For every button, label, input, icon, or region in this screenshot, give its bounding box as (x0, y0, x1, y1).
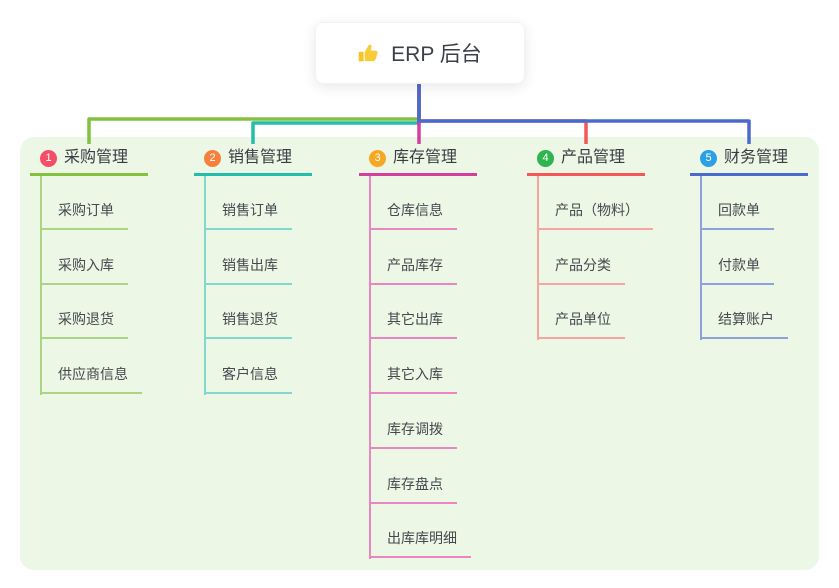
child-node[interactable]: 产品单位 (537, 308, 625, 339)
child-node[interactable]: 客户信息 (204, 363, 292, 394)
branch-number-badge: 5 (700, 149, 717, 167)
thumbs-up-icon (358, 42, 381, 65)
child-label: 销售退货 (222, 311, 278, 327)
child-label: 库存盘点 (387, 476, 443, 492)
branch-vertical-line (369, 176, 371, 559)
connector-line (417, 82, 588, 144)
child-node[interactable]: 其它入库 (369, 363, 457, 394)
child-node[interactable]: 结算账户 (700, 308, 788, 339)
root-label: ERP 后台 (391, 43, 482, 66)
child-node[interactable]: 回款单 (700, 199, 774, 230)
child-label: 采购退货 (58, 311, 114, 327)
child-label: 产品（物料） (555, 202, 639, 218)
child-label: 付款单 (718, 257, 760, 273)
child-node[interactable]: 出库库明细 (369, 527, 471, 558)
branch-number-badge: 2 (204, 149, 221, 167)
child-label: 产品库存 (387, 257, 443, 273)
child-node[interactable]: 供应商信息 (40, 363, 142, 394)
child-label: 销售出库 (222, 257, 278, 273)
branch-header[interactable]: 2 销售管理 (194, 148, 312, 176)
child-node[interactable]: 销售订单 (204, 199, 292, 230)
branches-panel (20, 137, 819, 570)
child-node[interactable]: 库存盘点 (369, 473, 457, 504)
branch-label: 产品管理 (561, 149, 626, 166)
child-label: 库存调拨 (387, 421, 443, 437)
child-label: 产品单位 (555, 311, 611, 327)
child-label: 仓库信息 (387, 202, 443, 218)
child-node[interactable]: 库存调拨 (369, 418, 457, 449)
child-label: 回款单 (718, 202, 760, 218)
child-label: 其它入库 (387, 366, 443, 382)
child-node[interactable]: 销售出库 (204, 254, 292, 285)
child-label: 产品分类 (555, 257, 611, 273)
connector-line (417, 82, 751, 144)
child-node[interactable]: 采购入库 (40, 254, 128, 285)
connector-line (251, 82, 421, 144)
connector-line (87, 82, 421, 144)
root-node[interactable]: ERP 后台 (315, 22, 525, 84)
branch-label: 财务管理 (724, 149, 789, 166)
branch-vertical-line (537, 176, 539, 340)
branch-header[interactable]: 3 库存管理 (359, 148, 477, 176)
branch-header[interactable]: 1 采购管理 (30, 148, 148, 176)
child-node[interactable]: 产品分类 (537, 254, 625, 285)
child-node[interactable]: 销售退货 (204, 308, 292, 339)
child-node[interactable]: 其它出库 (369, 308, 457, 339)
branch-label: 销售管理 (228, 149, 293, 166)
branch-vertical-line (700, 176, 702, 340)
branch-vertical-line (204, 176, 206, 395)
branch-label: 采购管理 (64, 149, 129, 166)
child-label: 销售订单 (222, 202, 278, 218)
child-node[interactable]: 采购退货 (40, 308, 128, 339)
child-label: 采购入库 (58, 257, 114, 273)
child-node[interactable]: 仓库信息 (369, 199, 457, 230)
branch-number-badge: 1 (40, 149, 57, 167)
child-label: 供应商信息 (58, 366, 128, 382)
child-label: 结算账户 (718, 311, 774, 327)
branch-header[interactable]: 5 财务管理 (690, 148, 808, 176)
branch-label: 库存管理 (393, 149, 458, 166)
child-node[interactable]: 采购订单 (40, 199, 128, 230)
branch-number-badge: 4 (537, 149, 554, 167)
child-label: 客户信息 (222, 366, 278, 382)
branch-vertical-line (40, 176, 42, 395)
branch-number-badge: 3 (369, 149, 386, 167)
child-label: 其它出库 (387, 311, 443, 327)
child-node[interactable]: 产品（物料） (537, 199, 653, 230)
child-node[interactable]: 付款单 (700, 254, 774, 285)
branch-header[interactable]: 4 产品管理 (527, 148, 645, 176)
child-node[interactable]: 产品库存 (369, 254, 457, 285)
child-label: 出库库明细 (387, 530, 457, 546)
child-label: 采购订单 (58, 202, 114, 218)
